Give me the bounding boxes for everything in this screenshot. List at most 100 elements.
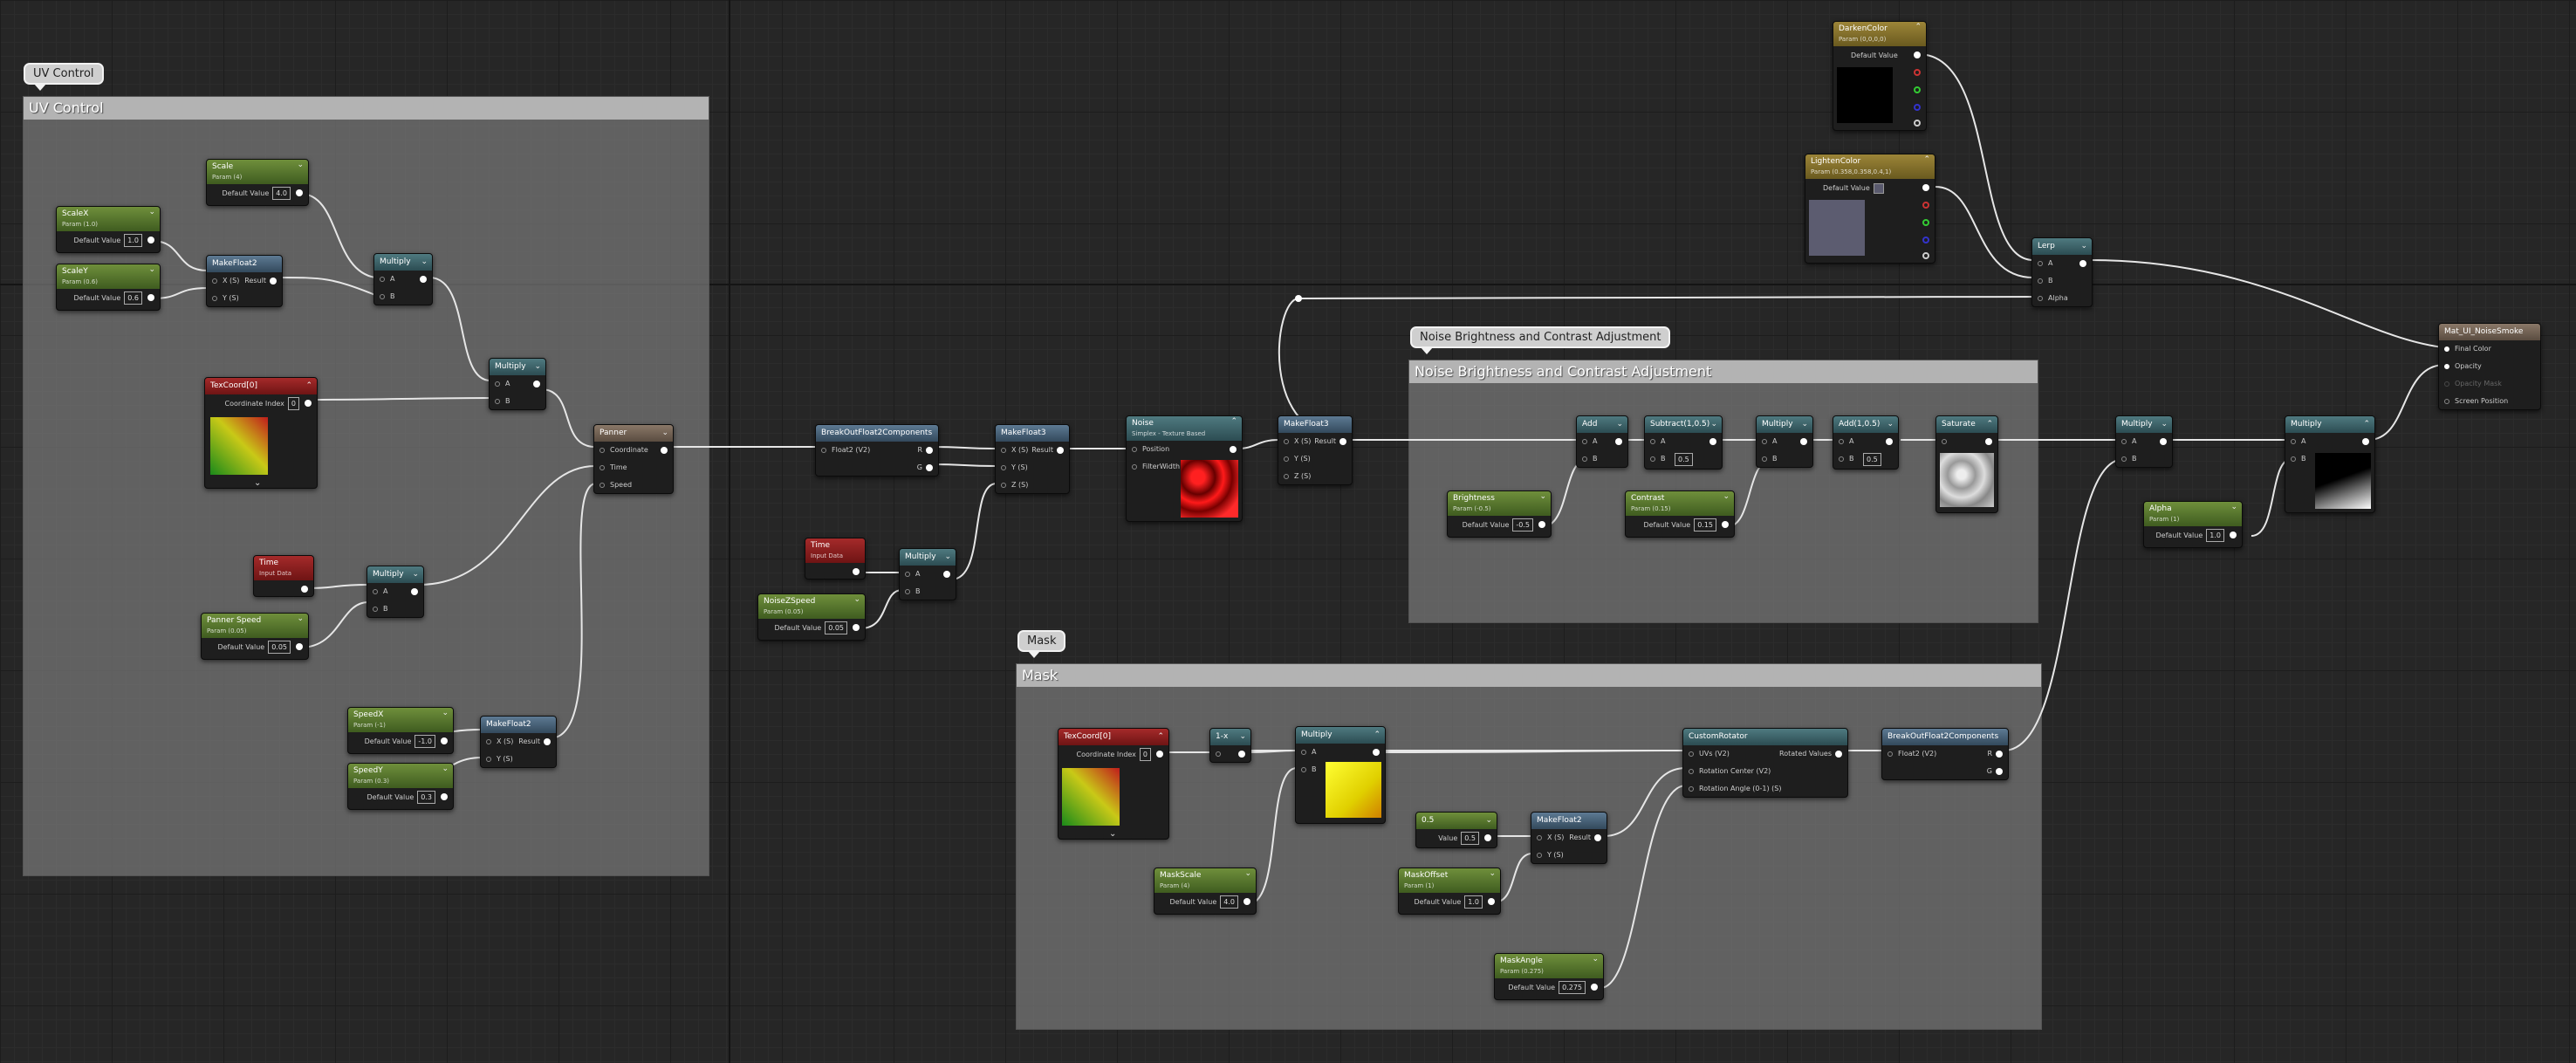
output-pin[interactable] xyxy=(1339,438,1346,445)
output-pin[interactable] xyxy=(296,189,303,196)
value-field[interactable]: 1.0 xyxy=(124,234,142,247)
makefloat2-uv-node[interactable]: MakeFloat2 X (S)Result Y (S) xyxy=(206,255,283,307)
input-pin[interactable] xyxy=(1301,750,1306,755)
input-pin[interactable] xyxy=(1762,439,1767,444)
chevron-down-icon[interactable]: ⌄ xyxy=(1485,816,1492,825)
output-pin[interactable] xyxy=(296,643,303,650)
output-pin[interactable] xyxy=(1484,834,1491,841)
chevron-down-icon[interactable]: ⌄ xyxy=(1239,732,1246,741)
chevron-down-icon[interactable]: ⌄ xyxy=(1616,420,1623,429)
chevron-down-icon[interactable]: ⌄ xyxy=(534,362,541,371)
value-field[interactable]: 0.3 xyxy=(417,791,435,804)
panner-node[interactable]: Panner⌄ Coordinate Time Speed xyxy=(593,424,674,494)
output-pin[interactable] xyxy=(1243,898,1250,905)
chevron-down-icon[interactable]: ⌄ xyxy=(661,429,668,437)
chevron-down-icon[interactable]: ⌄ xyxy=(1801,420,1808,429)
saturate-node[interactable]: Saturate⌃ xyxy=(1935,415,1998,513)
input-pin[interactable] xyxy=(1689,786,1694,792)
input-pin[interactable] xyxy=(599,465,605,470)
value-field[interactable]: 0.5 xyxy=(1461,832,1479,845)
input-pin[interactable] xyxy=(486,757,491,762)
final-color-pin[interactable] xyxy=(2444,346,2449,352)
input-pin[interactable] xyxy=(1650,439,1655,444)
input-pin[interactable] xyxy=(1132,464,1137,470)
input-pin[interactable] xyxy=(2291,439,2296,444)
value-field[interactable]: -1.0 xyxy=(414,735,435,748)
chevron-up-icon[interactable]: ⌃ xyxy=(1230,417,1237,426)
chevron-down-icon[interactable]: ⌄ xyxy=(853,595,860,604)
output-pin[interactable] xyxy=(533,381,540,387)
input-pin[interactable] xyxy=(599,448,605,453)
input-pin[interactable] xyxy=(2291,456,2296,462)
makefloat2-mask-node[interactable]: MakeFloat2 X (S)Result Y (S) xyxy=(1531,812,1607,864)
value-field[interactable]: 0.275 xyxy=(1559,981,1586,994)
alpha-channel-pin[interactable] xyxy=(1922,252,1929,259)
input-pin[interactable] xyxy=(486,739,491,744)
output-pin[interactable] xyxy=(147,237,154,243)
output-pin[interactable] xyxy=(2160,438,2167,445)
chevron-down-icon[interactable]: ⌄ xyxy=(442,765,449,773)
input-pin[interactable] xyxy=(1887,751,1893,757)
blue-channel-pin[interactable] xyxy=(1922,237,1929,243)
noise-adjust-bubble[interactable]: Noise Brightness and Contrast Adjustment xyxy=(1410,326,1671,354)
chevron-down-icon[interactable]: ⌄ xyxy=(148,208,155,216)
input-pin[interactable] xyxy=(380,294,385,299)
value-field[interactable]: 0.15 xyxy=(1694,518,1716,532)
output-pin[interactable] xyxy=(147,294,154,301)
value-field[interactable]: 0.5 xyxy=(1863,453,1881,466)
input-pin[interactable] xyxy=(495,381,500,387)
chevron-up-icon[interactable]: ⌃ xyxy=(1915,23,1922,31)
input-pin[interactable] xyxy=(1001,483,1006,488)
input-pin[interactable] xyxy=(1216,751,1221,757)
chevron-up-icon[interactable]: ⌃ xyxy=(1157,732,1164,741)
chevron-down-icon[interactable]: ⌄ xyxy=(1710,420,1717,429)
output-pin[interactable] xyxy=(420,276,427,283)
one-minus-node[interactable]: 1-x⌄ xyxy=(1209,728,1251,763)
output-pin[interactable] xyxy=(411,588,418,595)
output-pin[interactable] xyxy=(1996,751,2003,758)
value-field[interactable]: 4.0 xyxy=(1220,895,1238,909)
output-pin[interactable] xyxy=(1238,751,1245,758)
output-pin[interactable] xyxy=(1373,749,1380,756)
multiply-uv1-node[interactable]: Multiply⌄ A B xyxy=(373,253,433,305)
output-pin[interactable] xyxy=(1996,768,2003,775)
chevron-down-icon[interactable]: ⌄ xyxy=(412,570,419,579)
input-pin[interactable] xyxy=(1582,439,1587,444)
chevron-down-icon[interactable]: ⌄ xyxy=(148,265,155,274)
multiply-uv2-node[interactable]: Multiply⌄ A B xyxy=(489,358,546,410)
output-pin[interactable] xyxy=(270,278,277,285)
output-pin[interactable] xyxy=(1156,751,1163,758)
screen-position-pin[interactable] xyxy=(2444,399,2449,404)
mask-bubble[interactable]: Mask xyxy=(1017,630,1066,658)
chevron-up-icon[interactable]: ⌃ xyxy=(1923,155,1930,164)
opacity-mask-pin[interactable] xyxy=(2444,381,2449,387)
output-pin[interactable] xyxy=(2362,438,2369,445)
custom-rotator-node[interactable]: CustomRotator UVs (V2)Rotated Values Rot… xyxy=(1682,728,1848,798)
output-pin[interactable] xyxy=(943,571,950,578)
input-pin[interactable] xyxy=(1942,439,1947,444)
chevron-down-icon[interactable]: ⌄ xyxy=(1723,492,1730,501)
red-channel-pin[interactable] xyxy=(1914,69,1921,76)
chevron-up-icon[interactable]: ⌃ xyxy=(1374,730,1380,739)
value-field[interactable]: -0.5 xyxy=(1512,518,1533,532)
chevron-down-icon[interactable]: ⌄ xyxy=(421,257,428,266)
input-pin[interactable] xyxy=(373,607,378,612)
input-pin[interactable] xyxy=(1762,456,1767,462)
add-node[interactable]: Add⌄ A B xyxy=(1576,415,1628,468)
chevron-down-icon[interactable]: ⌄ xyxy=(2161,420,2168,429)
output-pin[interactable] xyxy=(305,400,312,407)
green-channel-pin[interactable] xyxy=(1922,219,1929,226)
